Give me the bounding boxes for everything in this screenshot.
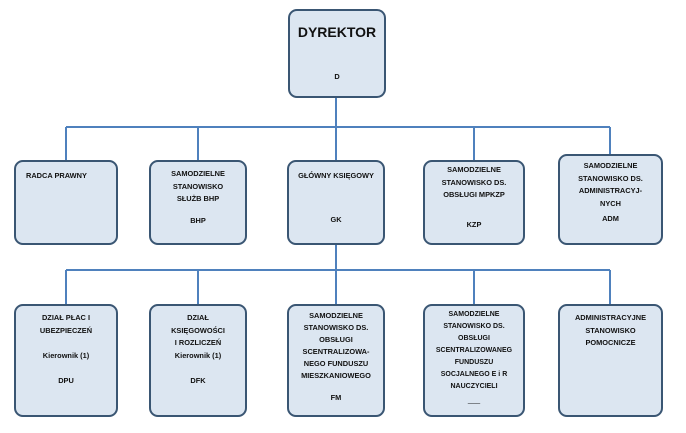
dpu-title: DZIAŁ PŁAC I UBEZPIECZEŃ Kierownik (1) D… [39,313,93,385]
box-samodzielne-stanowisko-bhp: SAMODZIELNE STANOWISKO SŁUŻB BHP BHP [149,160,247,245]
radca-prawny-title: RADCA PRAWNY [26,171,87,180]
director-box: DYREKTOR D [288,9,386,98]
box-dzial-plac-i-ubezpieczen: DZIAŁ PŁAC I UBEZPIECZEŃ Kierownik (1) D… [14,304,118,417]
administracyjne-code: ADM [602,214,619,224]
bhp-title: SAMODZIELNE STANOWISKO SŁUŻB BHP [171,169,225,204]
fm-code: FM [330,393,342,402]
bhp-code: BHP [190,215,206,225]
director-code: D [334,72,340,81]
director-title: DYREKTOR [297,24,377,40]
box-administracyjne-stanowisko-pomocnicze: ADMINISTRACYJNE STANOWISKO POMOCNICZE [558,304,663,417]
mpkzp-title: SAMODZIELNE STANOWISKO DS. OBSŁUGI MPKZP [441,165,507,200]
box-samodzielne-stanowisko-administracyjne: SAMODZIELNE STANOWISKO DS. ADMINISTRACYJ… [558,154,663,245]
administracyjne-title: SAMODZIELNE STANOWISKO DS. ADMINISTRACYJ… [578,161,643,208]
mpkzp-code: KZP [466,219,482,229]
zfss-code: ___ [467,395,481,404]
fm-title: SAMODZIELNE STANOWISKO DS. OBSŁUGI SCENT… [301,311,371,380]
box-samodzielne-stanowisko-zfss: SAMODZIELNE STANOWISKO DS. OBSŁUGI SCENT… [423,304,525,417]
connector-lines [65,98,611,304]
zfss-title: SAMODZIELNE STANOWISKO DS. OBSŁUGI SCENT… [435,311,513,390]
box-dzial-ksiegowosci-i-rozliczen: DZIAŁ KSIĘGOWOŚCI I ROZLICZEŃ Kierownik … [149,304,247,417]
box-glowny-ksiegowy: GŁÓWNY KSIĘGOWY GK [287,160,385,245]
dfk-title: DZIAŁ KSIĘGOWOŚCI I ROZLICZEŃ Kierownik … [171,313,225,385]
box-radca-prawny: RADCA PRAWNY [14,160,118,245]
pomocnicze-title: ADMINISTRACYJNE STANOWISKO POMOCNICZE [574,313,647,348]
box-samodzielne-stanowisko-fm: SAMODZIELNE STANOWISKO DS. OBSŁUGI SCENT… [287,304,385,417]
glowny-ksiegowy-title: GŁÓWNY KSIĘGOWY [298,171,374,180]
box-samodzielne-stanowisko-mpkzp: SAMODZIELNE STANOWISKO DS. OBSŁUGI MPKZP… [423,160,525,245]
glowny-ksiegowy-code: GK [330,214,342,224]
